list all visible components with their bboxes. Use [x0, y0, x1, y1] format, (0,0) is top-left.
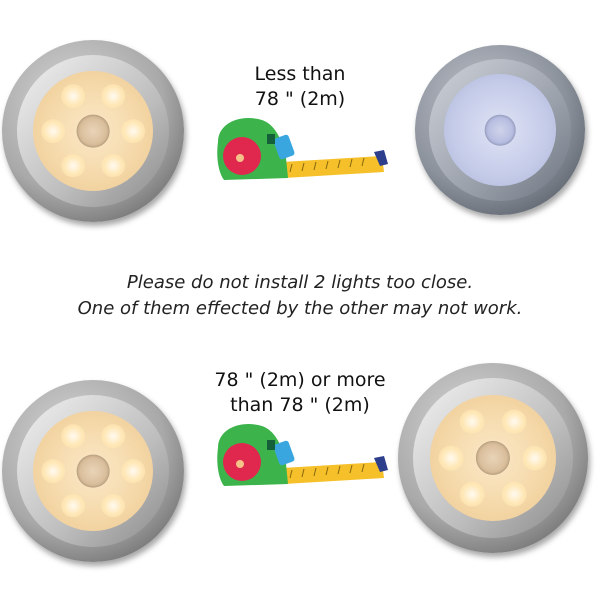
distance-label-line1: 78 " (2m) or more	[214, 369, 386, 391]
distance-label-bottom: 78 " (2m) or more than 78 " (2m)	[195, 368, 405, 418]
tape-measure-icon	[217, 424, 388, 486]
led-dot	[501, 481, 527, 507]
note-line1: Please do not install 2 lights too close…	[126, 272, 474, 293]
motion-sensor	[76, 114, 110, 148]
light-off-top-right	[415, 45, 585, 215]
led-dot	[101, 84, 125, 109]
motion-sensor	[475, 440, 511, 476]
tape-measure-icon	[217, 118, 388, 180]
led-dot	[41, 459, 65, 483]
note-line2: One of them effected by the other may no…	[77, 298, 523, 319]
led-dot	[459, 481, 485, 507]
led-dot	[101, 153, 125, 178]
installation-note: Please do not install 2 lights too close…	[0, 270, 600, 322]
light-on-top-left	[2, 40, 184, 222]
led-dot	[41, 119, 65, 143]
led-dot	[61, 424, 85, 449]
distance-label-line1: Less than	[254, 63, 346, 85]
led-dot	[61, 493, 85, 518]
led-dot	[522, 445, 548, 471]
led-dot	[121, 459, 145, 483]
led-dot	[121, 119, 145, 143]
led-dot	[101, 493, 125, 518]
led-dot	[61, 84, 85, 109]
led-dot	[501, 409, 527, 435]
light-on-bottom-left	[2, 380, 184, 562]
motion-sensor	[76, 454, 110, 488]
light-on-bottom-right	[398, 363, 588, 553]
led-dot	[438, 445, 464, 471]
led-dot	[459, 409, 485, 435]
led-dot	[61, 153, 85, 178]
led-dot	[101, 424, 125, 449]
distance-label-line2: 78 " (2m)	[254, 88, 346, 110]
motion-sensor	[484, 114, 516, 146]
distance-label-line2: than 78 " (2m)	[230, 394, 370, 416]
distance-label-top: Less than 78 " (2m)	[210, 62, 390, 112]
